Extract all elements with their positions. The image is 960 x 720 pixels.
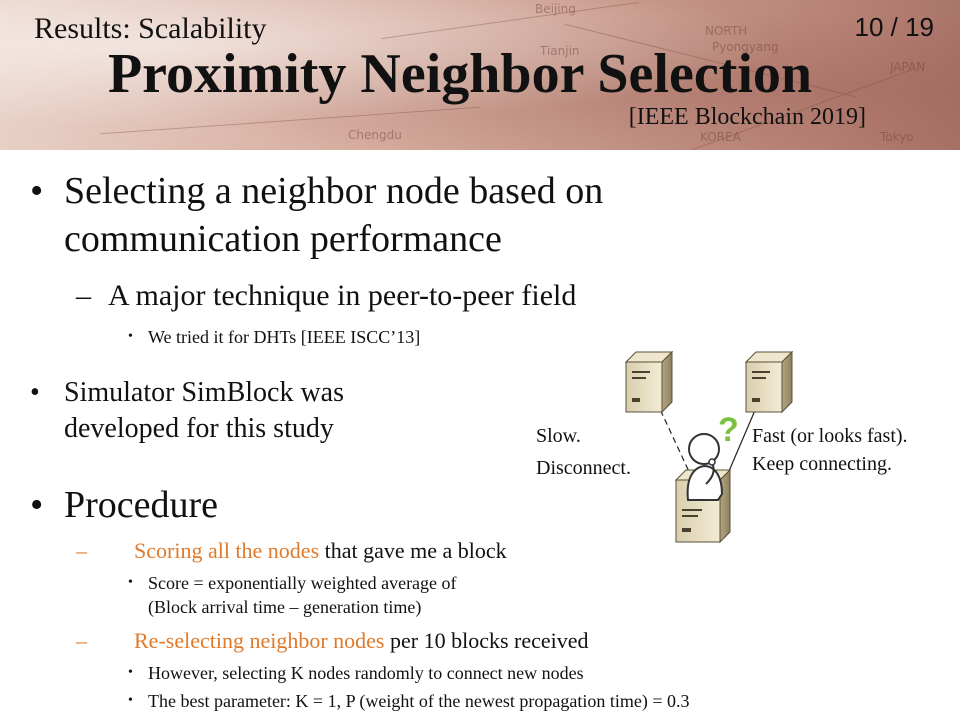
page-number: 10 / 19: [854, 12, 934, 42]
server-icon: [624, 350, 674, 414]
map-label: JAPAN: [890, 60, 926, 74]
bullet-text: Simulator SimBlock was: [64, 377, 344, 408]
server-icon: [744, 350, 794, 414]
bullet-dot: •: [128, 665, 133, 680]
bullet-dot: •: [30, 170, 44, 212]
dash-marker: –: [76, 628, 87, 653]
procedure-step-reselecting: – Re-selecting neighbor nodes per 10 bloc…: [76, 628, 589, 654]
subsub-bullet-text: We tried it for DHTs [IEEE ISCC’13]: [148, 327, 421, 347]
bullet-dot: •: [30, 484, 44, 526]
thinking-person-icon: [686, 433, 724, 501]
note-text: The best parameter: K = 1, P (weight of …: [148, 691, 690, 711]
header-banner: Beijing NORTH Pyongyang Tianjin JAPAN KO…: [0, 0, 960, 150]
map-label: NORTH: [705, 24, 748, 38]
dash-marker: –: [76, 538, 87, 563]
note-text: However, selecting K nodes randomly to c…: [148, 663, 584, 683]
highlight-text: Re-selecting neighbor nodes: [134, 628, 385, 653]
bullet-text: communication performance: [64, 218, 502, 260]
fast-label: Fast (or looks fast).: [752, 425, 908, 447]
bullet-dot: •: [30, 377, 40, 408]
slow-label: Slow.: [536, 425, 581, 447]
map-label: Tokyo: [880, 130, 914, 144]
map-label: Tianjin: [540, 44, 580, 58]
bullet-dot: •: [128, 575, 133, 590]
question-mark-icon: ?: [718, 411, 739, 449]
disconnect-label: Disconnect.: [536, 457, 631, 479]
map-label: KOREA: [700, 130, 741, 144]
highlight-text: Scoring all the nodes: [134, 538, 320, 563]
bullet-dot: •: [128, 693, 133, 708]
sub-bullet-text: A major technique in peer-to-peer field: [108, 279, 577, 312]
keep-connecting-label: Keep connecting.: [752, 453, 892, 475]
section-label: Results: Scalability: [34, 12, 267, 45]
bullet-dot: •: [128, 329, 133, 344]
bullet-text: Procedure: [64, 484, 219, 526]
map-label: Beijing: [535, 2, 576, 16]
dash-marker: –: [76, 279, 91, 312]
bullet-text: Selecting a neighbor node based on: [64, 170, 604, 212]
procedure-step-scoring: – Scoring all the nodes that gave me a bl…: [76, 538, 507, 564]
citation: [IEEE Blockchain 2019]: [628, 104, 866, 130]
score-text: Score = exponentially weighted average o…: [148, 573, 457, 593]
bullet-text: developed for this study: [64, 413, 334, 444]
map-label: Chengdu: [348, 128, 402, 142]
map-label: Pyongyang: [712, 40, 779, 54]
step-text: per 10 blocks received: [384, 628, 589, 653]
score-text: (Block arrival time – generation time): [148, 597, 422, 617]
step-text: that gave me a block: [319, 538, 507, 563]
sub-bullet-major-technique: –A major technique in peer-to-peer field: [76, 278, 576, 314]
slide-title: Proximity Neighbor Selection: [107, 43, 813, 105]
